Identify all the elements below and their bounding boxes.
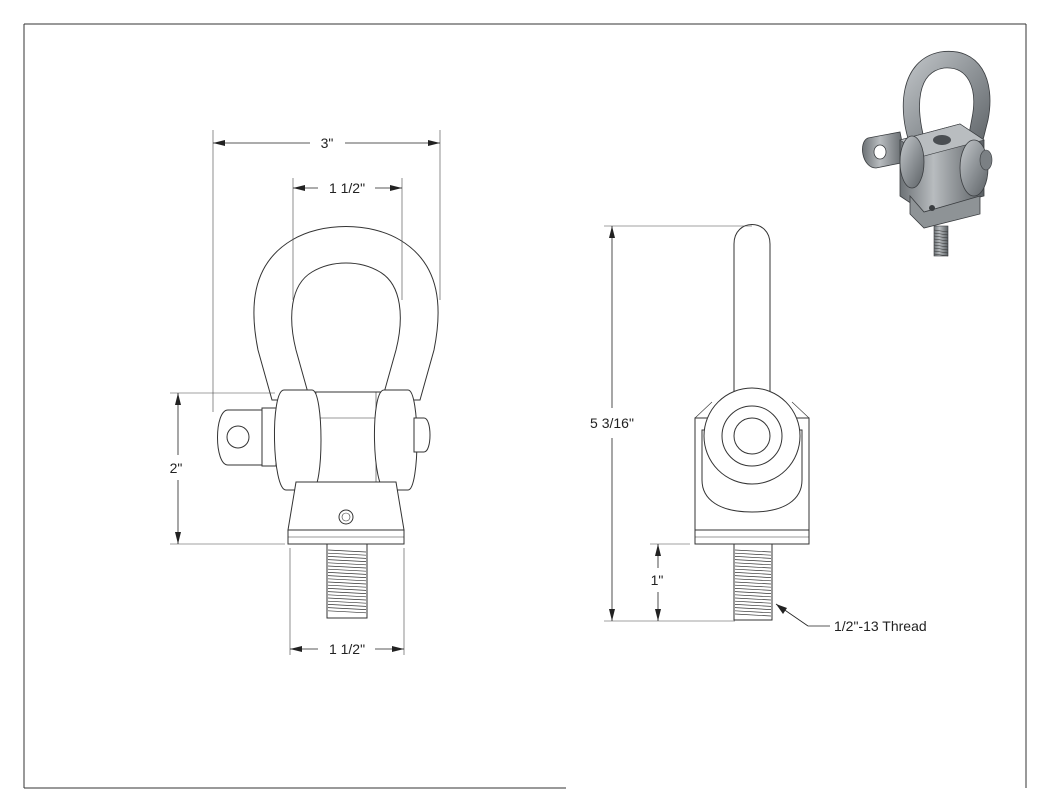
- set-screw: [338, 509, 354, 525]
- front-dimensions: 3" 1 1/2" 2" 1 1/2": [170, 130, 441, 657]
- side-threaded-stud: [733, 543, 773, 621]
- dim-body-height: 2": [170, 460, 183, 476]
- isometric-render: [862, 50, 993, 257]
- dim-shackle-inner: 1 1/2": [329, 180, 365, 196]
- dim-overall-width: 3": [321, 135, 334, 151]
- pin-nut: [413, 417, 431, 453]
- dim-overall-height: 5 3/16": [590, 415, 634, 431]
- drawing-border: [23, 23, 1027, 789]
- eye-ring-inner: [733, 417, 771, 455]
- thread-callout: 1/2"-13 Thread: [834, 618, 927, 634]
- dim-thread-length: 1": [651, 572, 664, 588]
- dim-base-width: 1 1/2": [329, 641, 365, 657]
- shackle-bow: [253, 226, 439, 401]
- left-collar: [274, 389, 322, 491]
- bow-leg: [733, 224, 771, 401]
- side-tab: [217, 407, 277, 467]
- side-dimensions: 5 3/16" 1" 1/2"-13 Thread: [590, 225, 927, 634]
- right-collar: [374, 389, 418, 491]
- front-view: [217, 226, 439, 619]
- side-view: [694, 224, 810, 621]
- threaded-stud: [326, 543, 368, 619]
